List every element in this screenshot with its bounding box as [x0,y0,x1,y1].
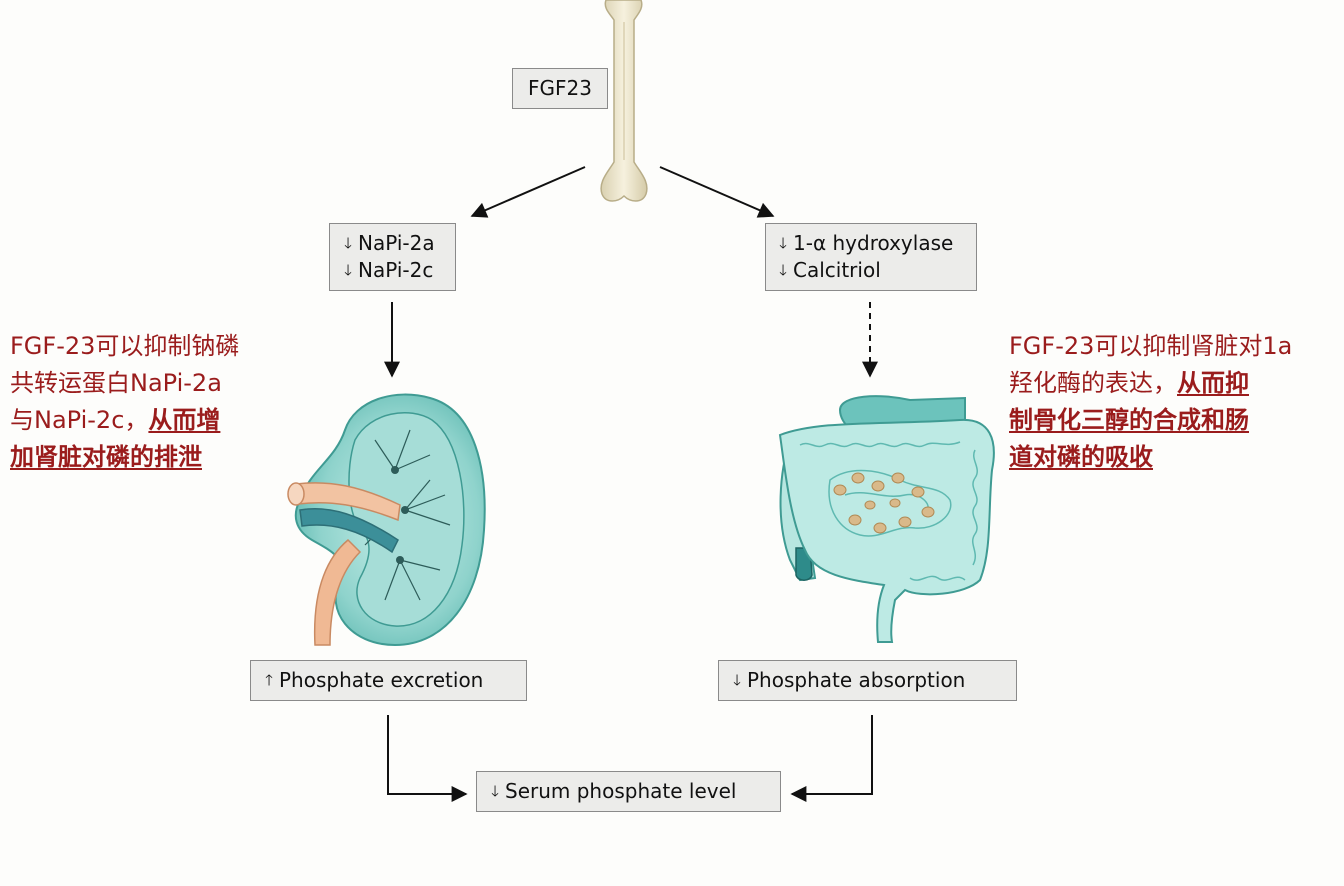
annotation-emphasis: 加肾脏对磷的排泄 [10,443,202,471]
down-arrow-icon: 🡓 [344,261,352,279]
down-arrow-icon: 🡓 [733,671,741,689]
fgf23-box: FGF23 [512,68,608,109]
down-arrow-icon: 🡓 [491,782,499,800]
kidney-icon [287,393,486,647]
fgf23-label: FGF23 [528,76,592,100]
napi-2c-label: NaPi-2c [358,258,434,282]
intestine-icon [778,395,995,643]
annotation-line: 道对磷的吸收 [1009,439,1339,476]
serum-phosphate-box: 🡓 Serum phosphate level [476,771,781,812]
calcitriol-label: Calcitriol [793,258,881,282]
phosphate-excretion-box: 🡑 Phosphate excretion [250,660,527,701]
right-annotation: FGF-23可以抑制肾脏对1a 羟化酶的表达，从而抑 制骨化三醇的合成和肠 道对… [1009,328,1339,476]
arrow-excretion-to-serum [387,715,468,802]
down-arrow-icon: 🡓 [779,261,787,279]
serum-phosphate-label: Serum phosphate level [505,779,737,803]
phosphate-absorption-box: 🡓 Phosphate absorption [718,660,1017,701]
annotation-text: 羟化酶的表达， [1009,369,1177,397]
annotation-emphasis: 从而增 [148,406,221,434]
annotation-line: 共转运蛋白NaPi-2a [10,369,222,397]
arrow-bone-to-hydroxylase [659,166,775,218]
annotation-line: FGF-23可以抑制钠磷 [10,332,240,360]
phosphate-absorption-label: Phosphate absorption [747,668,966,692]
annotation-text: 与NaPi-2c， [10,406,149,434]
phosphate-excretion-label: Phosphate excretion [279,668,484,692]
bone-icon [600,0,648,202]
arrow-absorption-to-serum [790,715,873,802]
annotation-line: 加肾脏对磷的排泄 [10,439,275,476]
annotation-emphasis: 制骨化三醇的合成和肠 [1009,406,1249,434]
annotation-line: 羟化酶的表达，从而抑 [1009,365,1339,402]
annotation-line: FGF-23可以抑制肾脏对1a [1009,332,1293,360]
hydroxylase-box: 🡓 1-α hydroxylase 🡓 Calcitriol [765,223,977,291]
annotation-emphasis: 从而抑 [1177,369,1249,397]
napi-box: 🡓 NaPi-2a 🡓 NaPi-2c [329,223,456,291]
annotation-line: 制骨化三醇的合成和肠 [1009,402,1339,439]
down-arrow-icon: 🡓 [344,234,352,252]
up-arrow-icon: 🡑 [265,671,273,689]
arrow-bone-to-napi [470,166,586,218]
down-arrow-icon: 🡓 [779,234,787,252]
left-annotation: FGF-23可以抑制钠磷 共转运蛋白NaPi-2a 与NaPi-2c，从而增 加… [10,328,275,476]
hydroxylase-label: 1-α hydroxylase [793,231,954,255]
napi-2a-label: NaPi-2a [358,231,435,255]
annotation-emphasis: 道对磷的吸收 [1009,443,1153,471]
annotation-line: 与NaPi-2c，从而增 [10,402,275,439]
